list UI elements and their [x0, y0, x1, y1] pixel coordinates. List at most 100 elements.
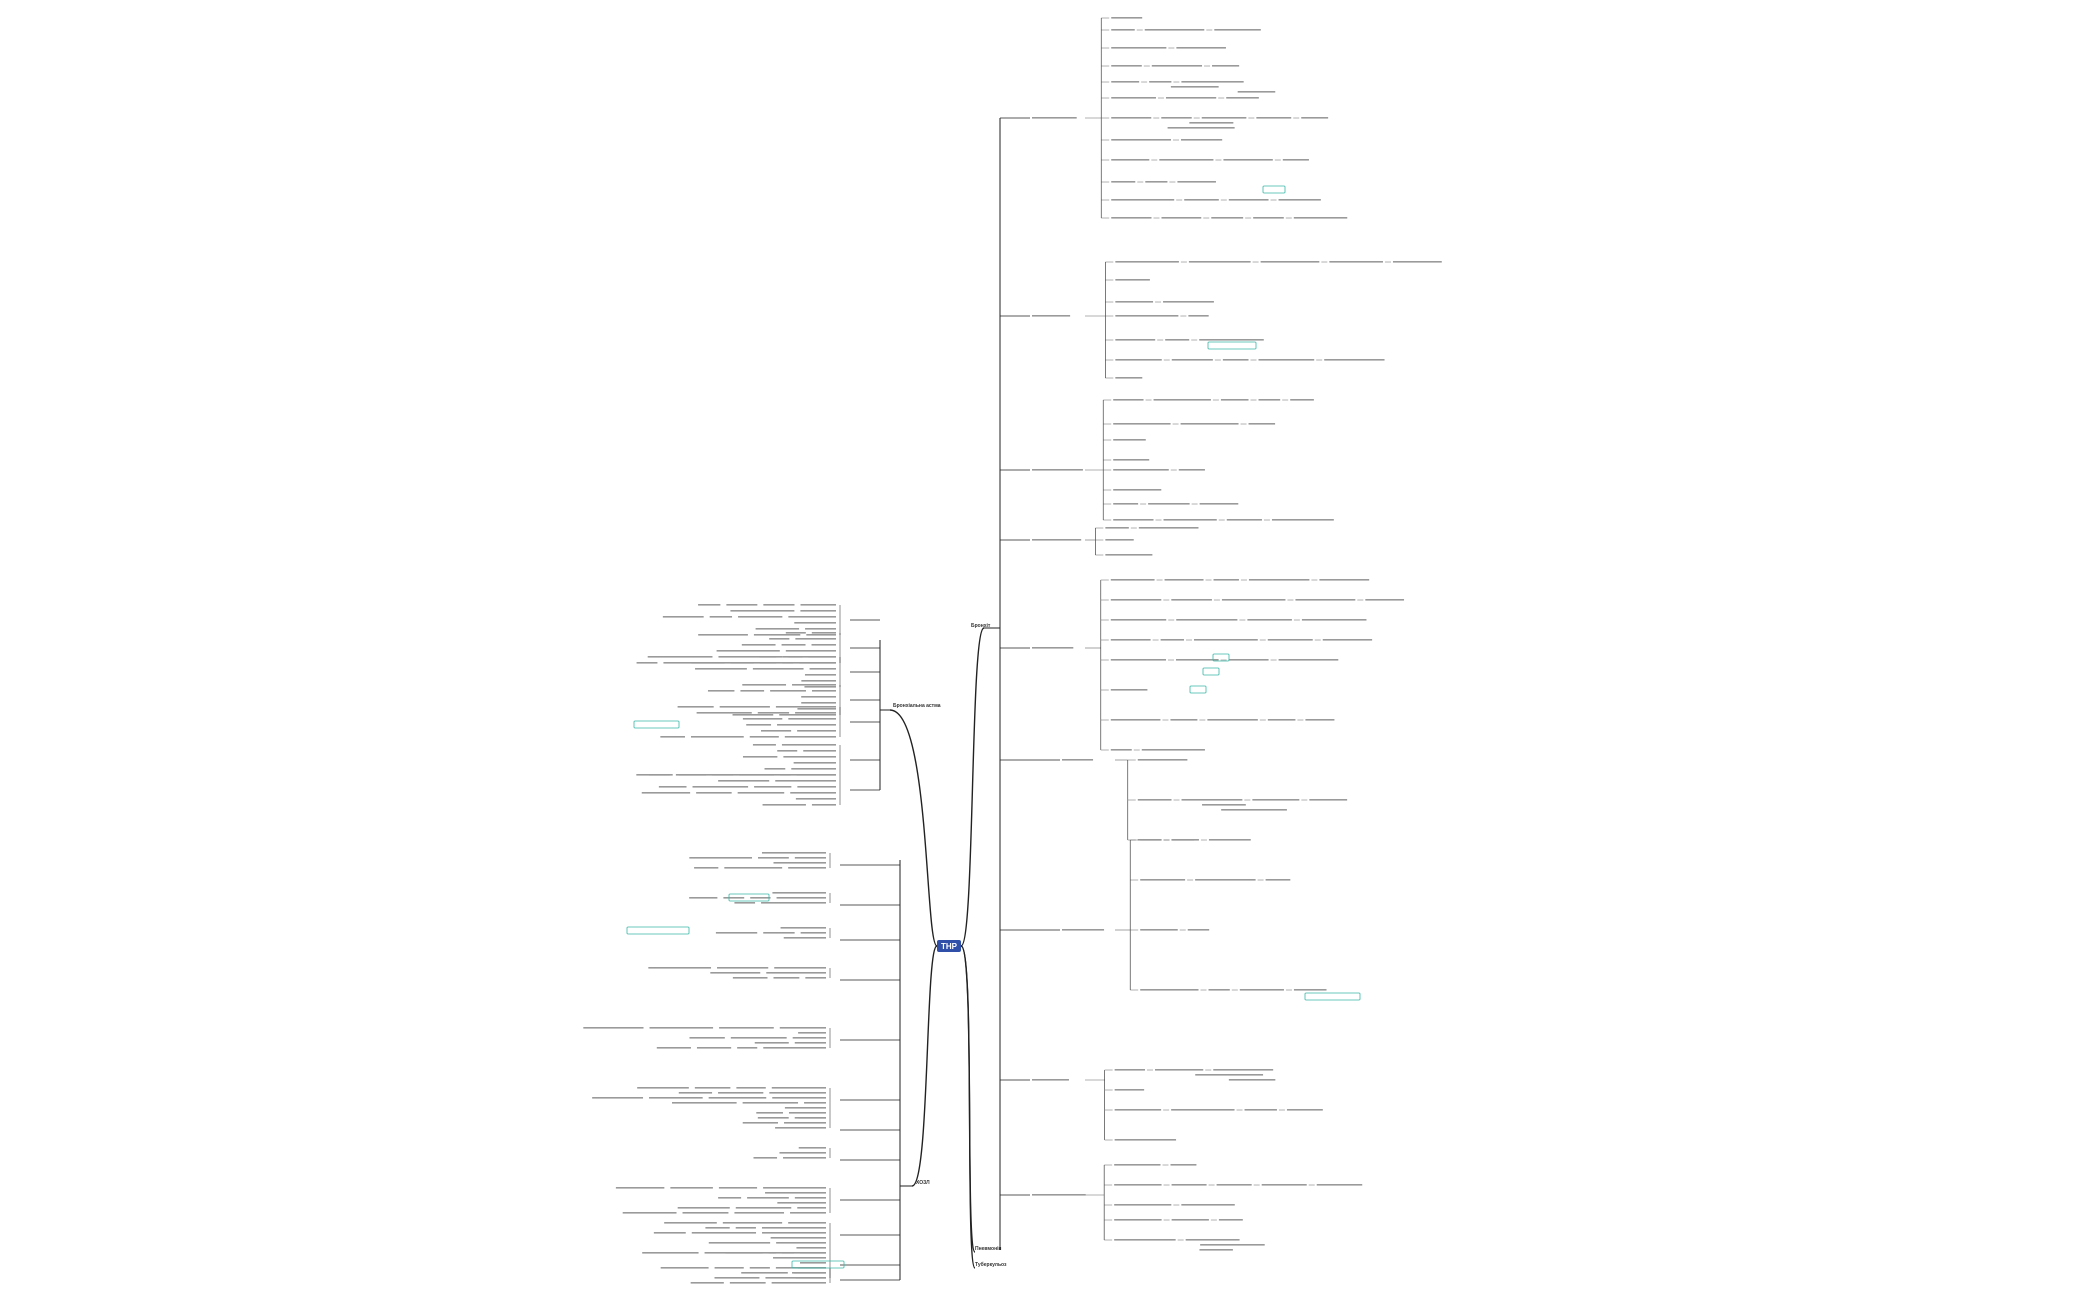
left1-g1-k2-t2 [741, 644, 776, 646]
root-node[interactable]: THP [937, 940, 961, 952]
left2-g3-k1-t1 [710, 972, 761, 974]
branch-label-right-2[interactable]: Пневмонія [975, 1246, 1001, 1252]
left2-g5-k6-t1 [757, 1117, 789, 1119]
left2-g5-k1-t0 [769, 1092, 826, 1094]
right-g1-c8-t2 [1223, 159, 1273, 161]
right-g5-c7-t0 [1110, 749, 1132, 751]
right-g3-c7-t3 [1271, 519, 1334, 521]
left1-g5-k2-t0 [783, 756, 836, 758]
right-g1-c7-t0 [1111, 139, 1172, 141]
highlight-left-2 [728, 893, 770, 902]
left1-g2-k2-t1 [752, 668, 804, 670]
highlight-left-4 [791, 1260, 845, 1269]
right-g1-c9-t2 [1177, 181, 1216, 183]
left2-g1-k1-t2 [723, 897, 745, 899]
right-g4-c2-t0 [1105, 554, 1153, 556]
right-g1-c3-t1 [1151, 65, 1203, 67]
left1-g6-k0-t0 [780, 774, 836, 776]
right-g2-c5-t1 [1171, 359, 1213, 361]
right-g1-c6-t3 [1256, 117, 1292, 119]
left1-g3-k0-t0 [792, 684, 836, 686]
right-g3-c0-t1 [1153, 399, 1211, 401]
left1-g0-k3-t0 [794, 622, 836, 624]
left1-g4-k1-t2 [696, 712, 752, 714]
left1-g4-k0-t2 [677, 706, 714, 708]
left1-g1-k1-t1 [769, 638, 790, 640]
left1-g3-k5-t1 [732, 714, 774, 716]
left2-g8-k0-t2 [670, 1187, 713, 1189]
right-g5-c2-t2 [1247, 619, 1292, 621]
right-g7-c0-t1 [1171, 839, 1195, 841]
left2-g10-k6-t2 [690, 1282, 724, 1284]
left1-g2-k1-t0 [799, 662, 836, 664]
right-g1-c4-sub1 [1170, 86, 1219, 88]
left2-g8-k3-t0 [777, 1202, 826, 1204]
right-g9-c2-t1 [1181, 1204, 1235, 1206]
branch-label-right-1[interactable]: Бронхіт [971, 623, 991, 629]
left2-g5-k0-t0 [771, 1087, 826, 1089]
branch-text-right-1: Бронхіт [971, 623, 991, 629]
left1-g0-k2-t2 [709, 616, 733, 618]
left2-g0-k3-t2 [694, 867, 719, 869]
right-g1-c4-sub2 [1237, 91, 1276, 93]
left2-g10-k6-t1 [729, 1282, 766, 1284]
left2-g4-k0-t0 [779, 1027, 826, 1029]
right-g8-c0-t2 [1213, 1069, 1274, 1071]
left1-g1-k3-t0 [785, 650, 836, 652]
right-g7-c1-t1 [1195, 879, 1256, 881]
right-g8-c0-t1 [1154, 1069, 1204, 1071]
left2-g0-k1-t0 [794, 857, 826, 859]
left1-g4-k1-t1 [757, 712, 790, 714]
left2-g4-k3-t1 [754, 1042, 789, 1044]
branch-text-right-3: Туберкульоз [975, 1261, 1007, 1268]
left1-g4-k5-t2 [690, 736, 744, 738]
left1-g2-k1-t1 [759, 662, 794, 664]
right-g3-c4-t1 [1178, 469, 1205, 471]
right-g6-c0-t0 [1137, 759, 1188, 761]
left2-g9-k6-t3 [642, 1252, 699, 1254]
right-g2-label [1032, 315, 1071, 317]
left1-g2-k0-t1 [759, 656, 783, 658]
branch-label-left-2[interactable]: ХОЗЛ [916, 1180, 930, 1186]
right-g6-c1-t3 [1309, 799, 1348, 801]
left2-g3-k1-t0 [766, 972, 826, 974]
right-g3-c2-t0 [1113, 439, 1146, 441]
left2-g5-k1-t2 [678, 1092, 713, 1094]
left1-g0-k0-t0 [800, 604, 836, 606]
branch-label-right-3[interactable]: Туберкульоз [975, 1261, 1007, 1268]
left1-g0-k0-t2 [726, 604, 758, 606]
left1-g0-k4-t0 [805, 628, 836, 630]
right-g3-label [1032, 469, 1083, 471]
left1-g6-k5-t0 [811, 804, 836, 806]
left1-g6-k0-t3 [636, 774, 670, 776]
right-g1-c0-t0 [1111, 17, 1143, 19]
left1-g4-k4-t0 [797, 730, 836, 732]
root-to-left-2 [911, 945, 938, 1187]
right-g3-c7-t2 [1226, 519, 1262, 521]
right-g5-c2-t0 [1110, 619, 1167, 621]
left2-g9-k2-t2 [653, 1232, 686, 1234]
left2-g9-k6-t1 [768, 1252, 794, 1254]
right-g5-c0-t4 [1319, 579, 1370, 581]
left2-g4-k2-t2 [689, 1037, 725, 1039]
branch-label-left-1[interactable]: Бронхіальна астма [893, 703, 941, 709]
left2-g1-k1-t1 [750, 897, 771, 899]
left2-g10-k1-t0 [773, 1257, 826, 1259]
left2-g5-k0-t1 [736, 1087, 766, 1089]
right-g1-label [1032, 117, 1077, 119]
right-g2-c5-t2 [1222, 359, 1249, 361]
right-g1-c8-t0 [1111, 159, 1150, 161]
right-g8-c2-t2 [1244, 1109, 1277, 1111]
right-g2-c2-t0 [1115, 301, 1154, 303]
left1-g1-k3-t1 [716, 650, 780, 652]
right-g3-c3-t0 [1113, 459, 1150, 461]
right-g7-c3-t0 [1140, 989, 1199, 991]
right-g2-c1-t0 [1115, 279, 1150, 281]
left2-g0-k3-t1 [724, 867, 783, 869]
left1-g5-k2-t1 [742, 756, 778, 758]
right-g5-c1-t0 [1110, 599, 1162, 601]
left1-g2-k3-t0 [804, 674, 836, 676]
left2-g8-k1-t0 [765, 1192, 826, 1194]
right-g3-c1-t2 [1248, 423, 1276, 425]
